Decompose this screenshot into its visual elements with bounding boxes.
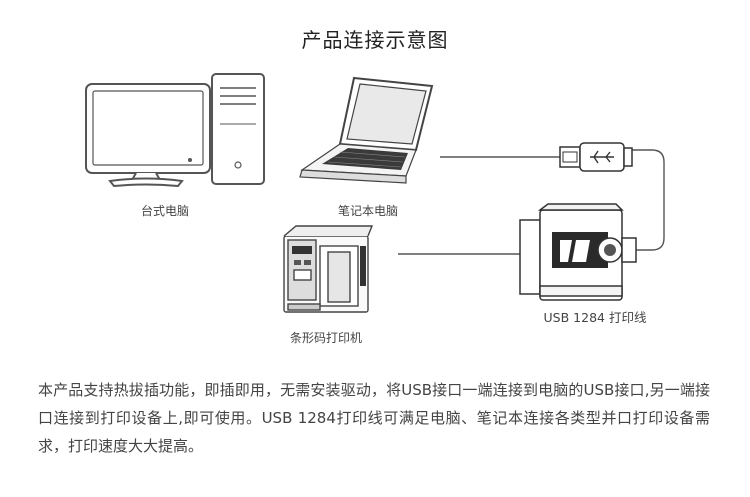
usb-connector-icon [559, 142, 633, 172]
diagram-title: 产品连接示意图 [301, 28, 449, 52]
desktop-label: 台式电脑 [140, 204, 189, 218]
printer-label: 条形码打印机 [289, 331, 362, 345]
desktop-computer-icon [85, 73, 265, 188]
parallel-connector-icon [519, 203, 637, 301]
product-description: 本产品支持热拔插功能，即插即用，无需安装驱动，将USB接口一端连接到电脑的USB… [38, 381, 710, 455]
barcode-printer-icon [283, 225, 374, 313]
cable-label: USB 1284 打印线 [543, 310, 647, 325]
laptop-label: 笔记本电脑 [337, 204, 398, 218]
cable-lines [398, 149, 665, 255]
laptop-icon [299, 76, 434, 184]
